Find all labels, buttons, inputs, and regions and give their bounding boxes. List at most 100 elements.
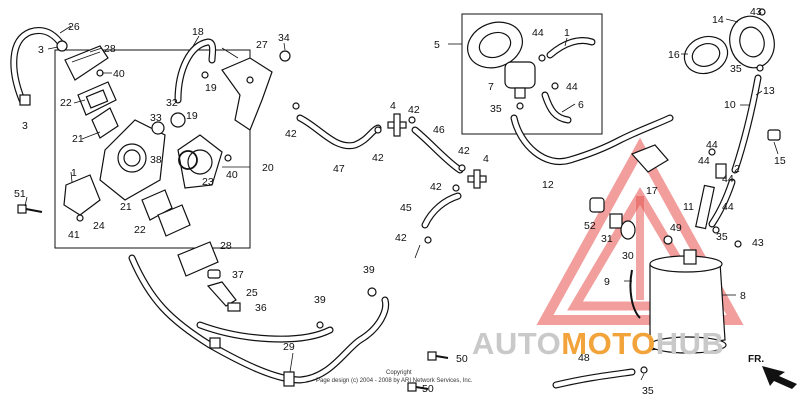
label-28-lower: 28 xyxy=(220,240,232,252)
plate-28-top xyxy=(64,45,109,81)
label-22-lower: 22 xyxy=(134,224,146,236)
label-7: 7 xyxy=(488,81,494,93)
band-9 xyxy=(629,269,641,319)
copyright-line-1: Copyright xyxy=(386,370,412,376)
gasket-21-lower xyxy=(141,189,173,221)
label-8: 8 xyxy=(740,290,746,302)
bracket-27 xyxy=(221,57,273,131)
label-32: 32 xyxy=(166,97,178,109)
label-43-bottom: 43 xyxy=(752,237,764,249)
label-44-a: 44 xyxy=(532,27,544,39)
label-4-b: 4 xyxy=(483,153,489,165)
label-10: 10 xyxy=(724,99,736,111)
tee-fitting-4-b xyxy=(467,169,487,189)
valve-assembly-box xyxy=(461,13,603,135)
control-valve-group xyxy=(461,13,603,135)
plate-1 xyxy=(63,174,101,216)
assembly-bracket-box xyxy=(54,49,251,249)
label-35-a: 35 xyxy=(490,103,502,115)
gasket-21-top xyxy=(91,107,119,139)
part-labels: 26 3 28 40 22 3 21 1 51 41 24 21 22 28 3… xyxy=(14,6,786,397)
label-40-mid: 40 xyxy=(226,169,238,181)
fitting-31 xyxy=(609,213,623,229)
label-37: 37 xyxy=(232,269,244,281)
clamp-36 xyxy=(227,302,241,312)
label-42-c: 42 xyxy=(408,104,420,116)
watermark-triangle-outer xyxy=(536,137,744,325)
label-6: 6 xyxy=(578,99,584,111)
bracket-17 xyxy=(630,144,669,173)
label-35-d: 35 xyxy=(642,385,654,397)
label-20: 20 xyxy=(262,162,274,174)
label-21-top: 21 xyxy=(72,133,84,145)
label-14: 14 xyxy=(712,14,724,26)
grommet-30 xyxy=(620,220,636,240)
label-44-b: 44 xyxy=(566,81,578,93)
watermark-auto: AUTO xyxy=(472,326,561,361)
filter-ring-16 xyxy=(683,35,729,75)
label-18: 18 xyxy=(192,26,204,38)
label-15: 15 xyxy=(774,155,786,167)
label-47: 47 xyxy=(333,163,345,175)
o-ring-38 xyxy=(178,150,198,170)
pipe-11 xyxy=(695,184,715,230)
label-44-d: 44 xyxy=(698,155,710,167)
label-4-a: 4 xyxy=(390,100,396,112)
svg-text:AUTOMOTOHUB: AUTOMOTOHUB xyxy=(472,326,724,361)
bolt-50-a xyxy=(427,351,449,361)
hose-29 xyxy=(128,254,390,384)
label-46: 46 xyxy=(433,124,445,136)
watermark-logo xyxy=(536,137,744,325)
bolt-50-b xyxy=(407,382,429,392)
label-36: 36 xyxy=(255,302,267,314)
label-29: 29 xyxy=(283,341,295,353)
reed-22-lower xyxy=(157,204,191,237)
label-3-top: 3 xyxy=(38,44,44,56)
label-23: 23 xyxy=(202,176,214,188)
label-28-top: 28 xyxy=(104,43,116,55)
hose-25 xyxy=(206,281,237,307)
label-34: 34 xyxy=(278,32,290,44)
watermark-moto: MOTO xyxy=(561,326,655,361)
label-42-f: 42 xyxy=(395,232,407,244)
line-29-group xyxy=(128,254,449,392)
clamp-3-bottom xyxy=(19,94,31,106)
label-16: 16 xyxy=(668,49,680,61)
label-39-b: 39 xyxy=(363,264,375,276)
label-39-a: 39 xyxy=(314,294,326,306)
label-5: 5 xyxy=(434,39,440,51)
canister-group xyxy=(552,197,727,389)
label-45: 45 xyxy=(400,202,412,214)
label-9: 9 xyxy=(604,276,610,288)
cap-33 xyxy=(151,121,165,135)
label-51: 51 xyxy=(14,188,26,200)
label-44-c: 44 xyxy=(706,139,718,151)
label-42-a: 42 xyxy=(285,128,297,140)
label-42-d: 42 xyxy=(458,145,470,157)
label-40-top: 40 xyxy=(113,68,125,80)
label-30: 30 xyxy=(622,250,634,262)
label-24: 24 xyxy=(93,220,105,232)
label-22-top: 22 xyxy=(60,97,72,109)
tee-fitting-4-a xyxy=(387,113,407,137)
middle-hose-group xyxy=(292,102,487,244)
label-13: 13 xyxy=(763,85,775,97)
label-27: 27 xyxy=(256,39,268,51)
fitting-2 xyxy=(715,163,727,179)
label-43-top: 43 xyxy=(750,6,762,18)
fitting-39-a xyxy=(316,321,324,329)
label-19-b: 19 xyxy=(205,82,217,94)
label-1-left: 1 xyxy=(71,167,77,179)
label-33: 33 xyxy=(150,112,162,124)
label-12: 12 xyxy=(542,179,554,191)
clamp-3-top xyxy=(56,40,68,52)
label-49: 49 xyxy=(670,222,682,234)
filter-cap-14 xyxy=(729,15,775,69)
direction-label: FR. xyxy=(748,354,764,365)
label-3-bottom: 3 xyxy=(22,120,28,132)
clip-15 xyxy=(767,129,781,141)
leader-lines xyxy=(24,18,779,381)
reed-valve-group xyxy=(10,27,291,312)
watermark-hub: HUB xyxy=(656,326,725,361)
